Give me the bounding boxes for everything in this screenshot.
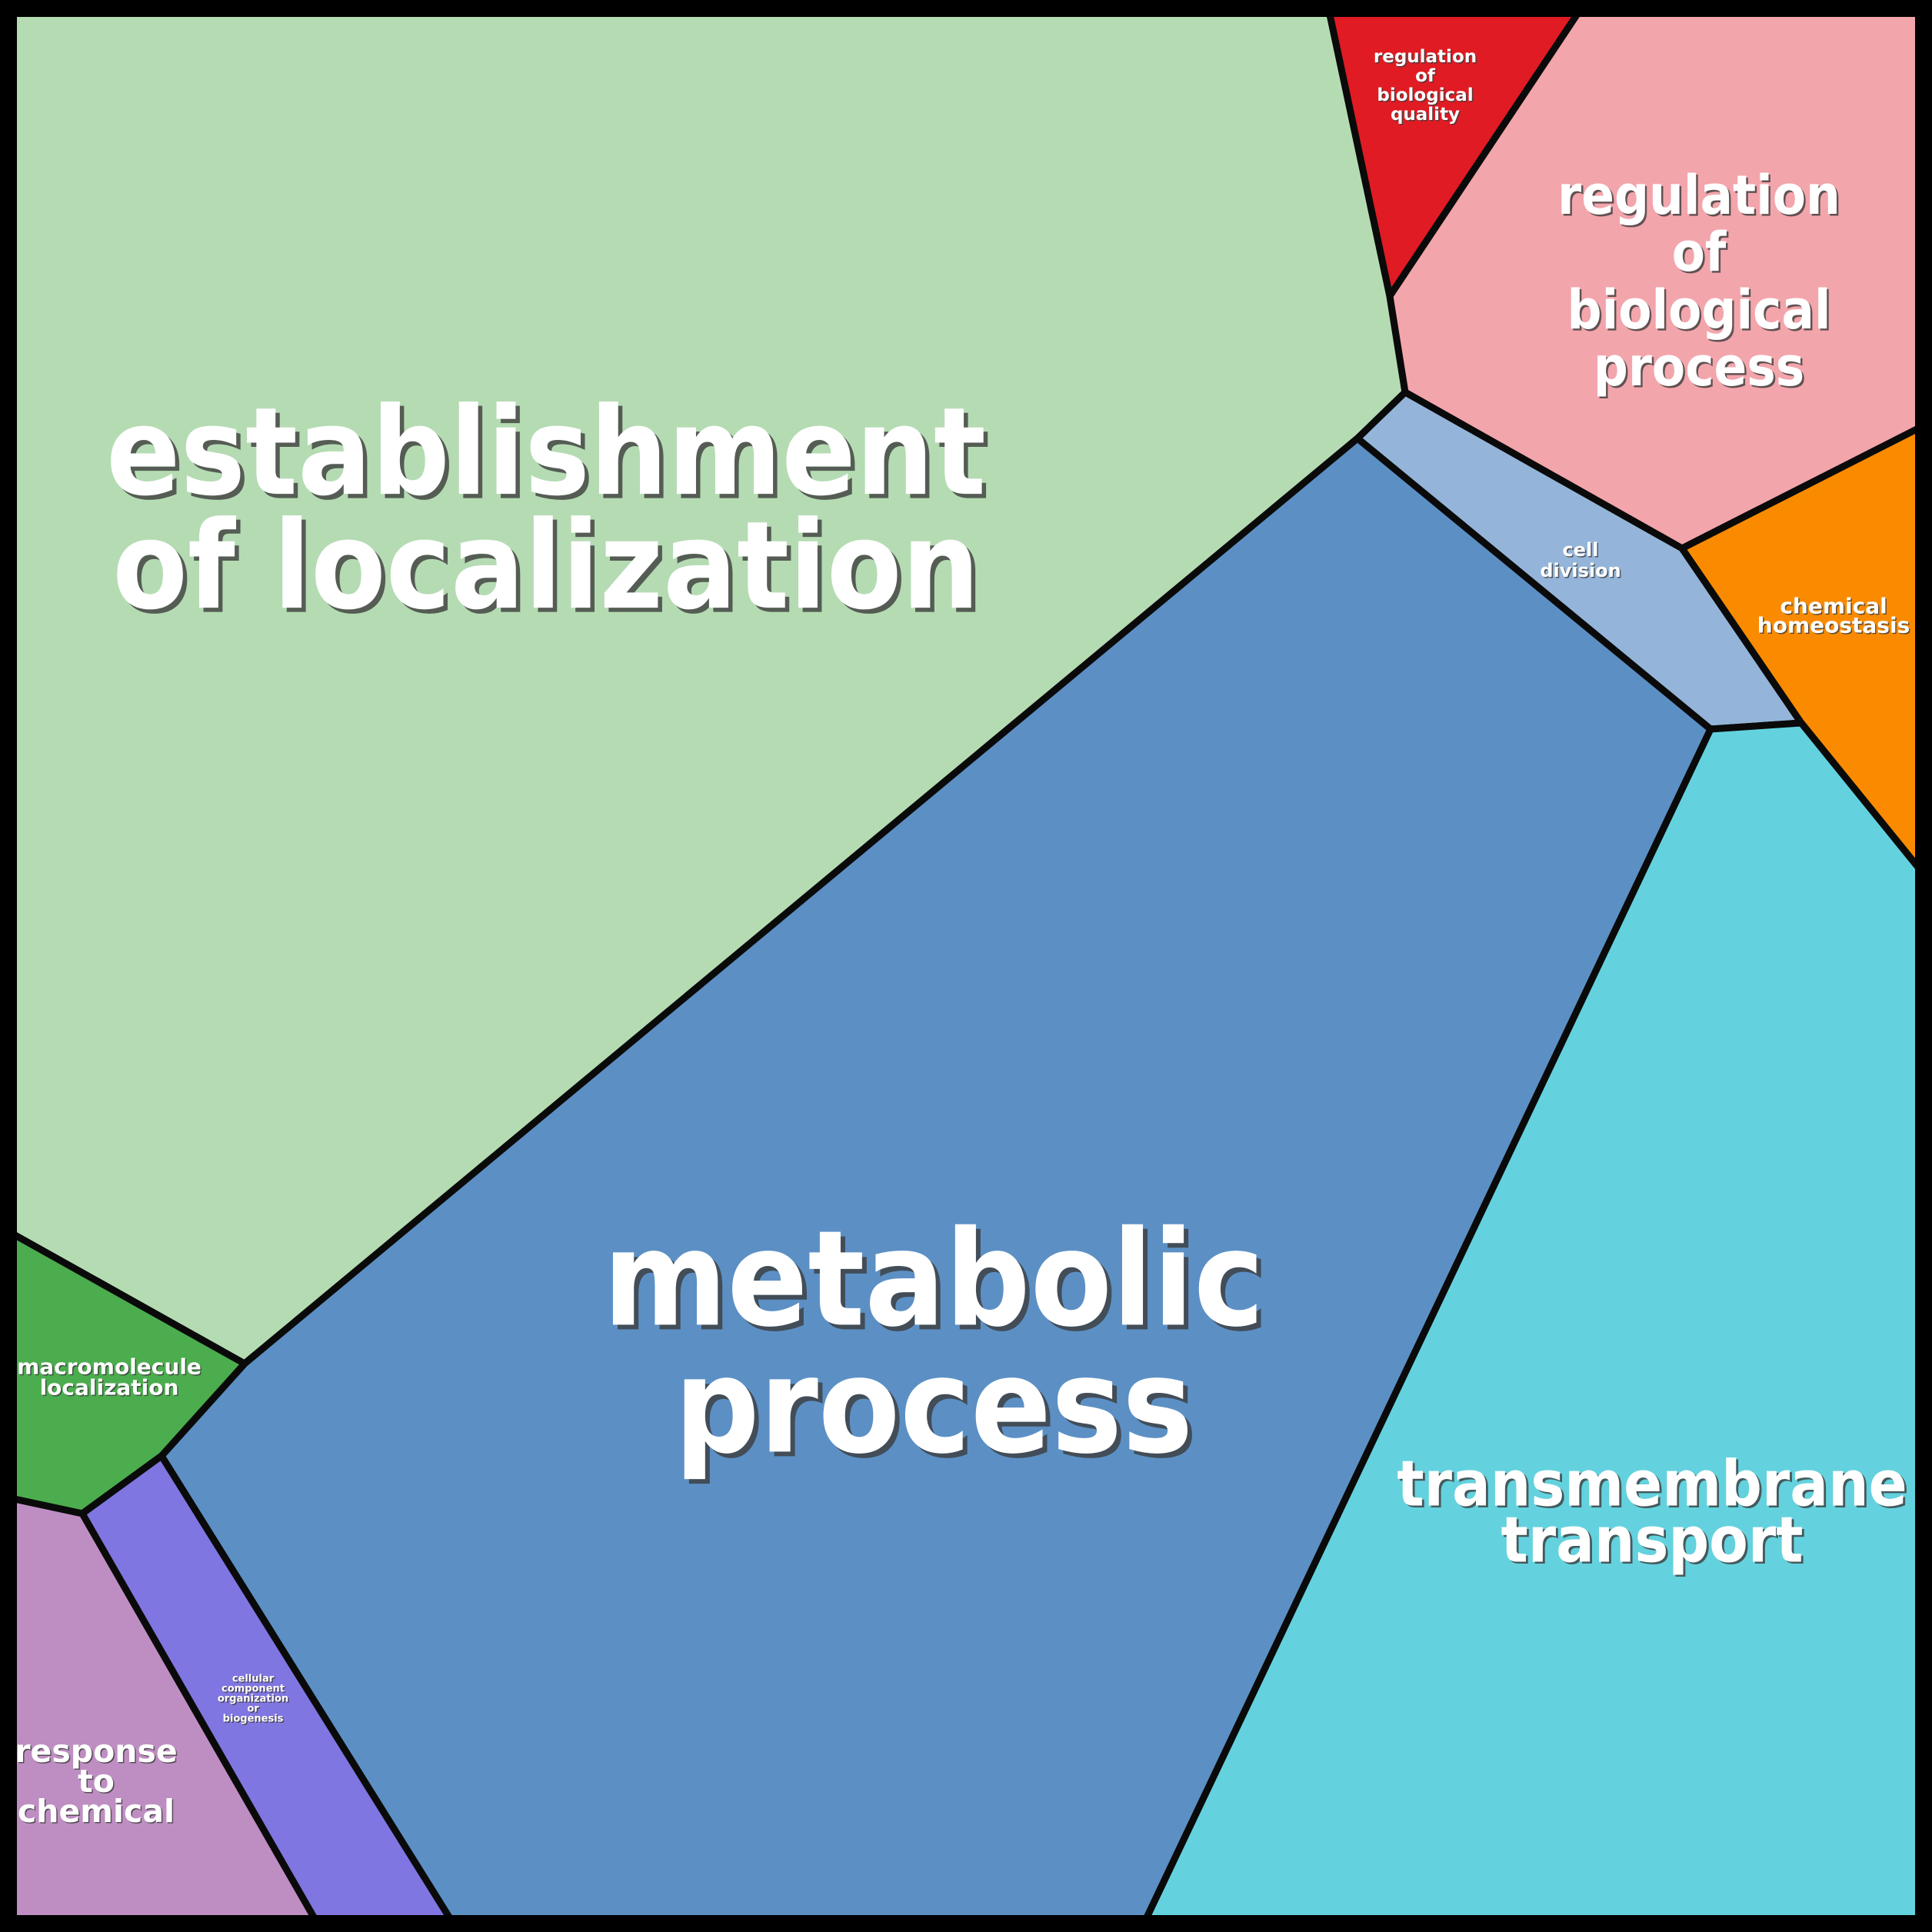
label-macromolecule-localization-line-0-shadow: macromolecule	[18, 1355, 203, 1381]
label-regulation-of-biological-quality-line-3-shadow: quality	[1391, 106, 1461, 126]
label-regulation-of-biological-process-line-1: of	[1672, 221, 1727, 284]
label-cell-division-line-1-shadow: division	[1541, 561, 1622, 583]
label-cellular-component-organization-or-biogenesis-line-1: component	[222, 1684, 285, 1695]
label-chemical-homeostasis-line-0: chemical	[1780, 594, 1887, 619]
label-transmembrane-transport-line-0: transmembrane	[1397, 1448, 1907, 1521]
label-cellular-component-organization-or-biogenesis-line-0-shadow: cellular	[233, 1674, 275, 1686]
label-regulation-of-biological-quality-line-2-shadow: biological	[1378, 87, 1474, 107]
label-cellular-component-organization-or-biogenesis-line-2-shadow: organization	[218, 1694, 289, 1706]
label-metabolic-process-line-0-shadow: metabolic	[608, 1207, 1269, 1361]
label-metabolic-process-line-0: metabolic	[603, 1202, 1264, 1357]
label-cellular-component-organization-or-biogenesis-line-0: cellular	[232, 1674, 275, 1685]
label-regulation-of-biological-process-line-1-shadow: of	[1674, 222, 1729, 285]
label-regulation-of-biological-quality-line-0: regulation	[1374, 47, 1477, 67]
label-response-to-chemical-line-1: to	[78, 1763, 115, 1800]
label-cellular-component-organization-or-biogenesis-line-2: organization	[218, 1694, 288, 1705]
label-regulation-of-biological-process-line-3: process	[1594, 335, 1804, 398]
label-regulation-of-biological-process-line-3-shadow: process	[1595, 337, 1806, 400]
label-transmembrane-transport-line-1: transport	[1501, 1504, 1803, 1577]
label-establishment-of-localization-line-1-shadow: of localization	[117, 500, 984, 641]
label-transmembrane-transport-line-0-shadow: transmembrane	[1399, 1451, 1909, 1524]
label-cellular-component-organization-or-biogenesis-line-4-shadow: biogenesis	[224, 1714, 285, 1726]
label-regulation-of-biological-process-line-2-shadow: biological	[1569, 280, 1833, 343]
region-chemical-homeostasis	[1678, 418, 1932, 888]
label-cell-division-line-0-shadow: cell	[1564, 541, 1600, 562]
label-macromolecule-localization-line-1: localization	[40, 1375, 179, 1401]
label-chemical-homeostasis-line-1: homeostasis	[1757, 613, 1910, 638]
label-response-to-chemical-line-2: chemical	[18, 1793, 175, 1830]
label-establishment-of-localization-line-0-shadow: establishment	[111, 386, 991, 528]
label-chemical-homeostasis-line-0-shadow: chemical	[1781, 595, 1888, 620]
label-response-to-chemical-line-0: response	[15, 1733, 177, 1770]
label-macromolecule-localization-line-1-shadow: localization	[41, 1376, 180, 1401]
label-cellular-component-organization-or-biogenesis-line-4: biogenesis	[223, 1714, 284, 1725]
label-response-to-chemical-line-1-shadow: to	[79, 1764, 116, 1801]
label-cellular-component-organization-or-biogenesis-line-3-shadow: or	[248, 1704, 261, 1716]
label-response-to-chemical-line-2-shadow: chemical	[18, 1794, 175, 1831]
label-metabolic-process-line-1: process	[675, 1329, 1193, 1484]
label-cell-division-line-0: cell	[1563, 539, 1599, 561]
label-regulation-of-biological-quality-line-3: quality	[1391, 105, 1460, 125]
label-response-to-chemical-line-0-shadow: response	[16, 1734, 178, 1771]
label-regulation-of-biological-quality-line-2: biological	[1377, 85, 1473, 105]
label-establishment-of-localization-line-1: of localization	[112, 495, 980, 637]
label-cell-division-line-1: division	[1540, 560, 1621, 581]
label-metabolic-process-line-1-shadow: process	[679, 1334, 1198, 1488]
label-regulation-of-biological-process-line-2: biological	[1567, 278, 1831, 341]
label-regulation-of-biological-process-line-0: regulation	[1557, 164, 1840, 227]
region-response-to-chemical	[0, 1492, 326, 1932]
label-establishment-of-localization-line-0: establishment	[106, 381, 986, 523]
label-cellular-component-organization-or-biogenesis-line-3: or	[247, 1704, 259, 1715]
label-cellular-component-organization-or-biogenesis-line-1-shadow: component	[223, 1684, 286, 1696]
label-regulation-of-biological-quality-line-1-shadow: of	[1417, 68, 1437, 88]
label-regulation-of-biological-process-line-0-shadow: regulation	[1560, 165, 1843, 228]
label-transmembrane-transport-line-1-shadow: transport	[1503, 1507, 1805, 1580]
label-macromolecule-localization-line-0: macromolecule	[17, 1354, 202, 1380]
label-chemical-homeostasis-line-1-shadow: homeostasis	[1758, 614, 1910, 639]
label-regulation-of-biological-quality-line-1: of	[1415, 66, 1436, 86]
label-regulation-of-biological-quality-line-0-shadow: regulation	[1374, 48, 1477, 68]
